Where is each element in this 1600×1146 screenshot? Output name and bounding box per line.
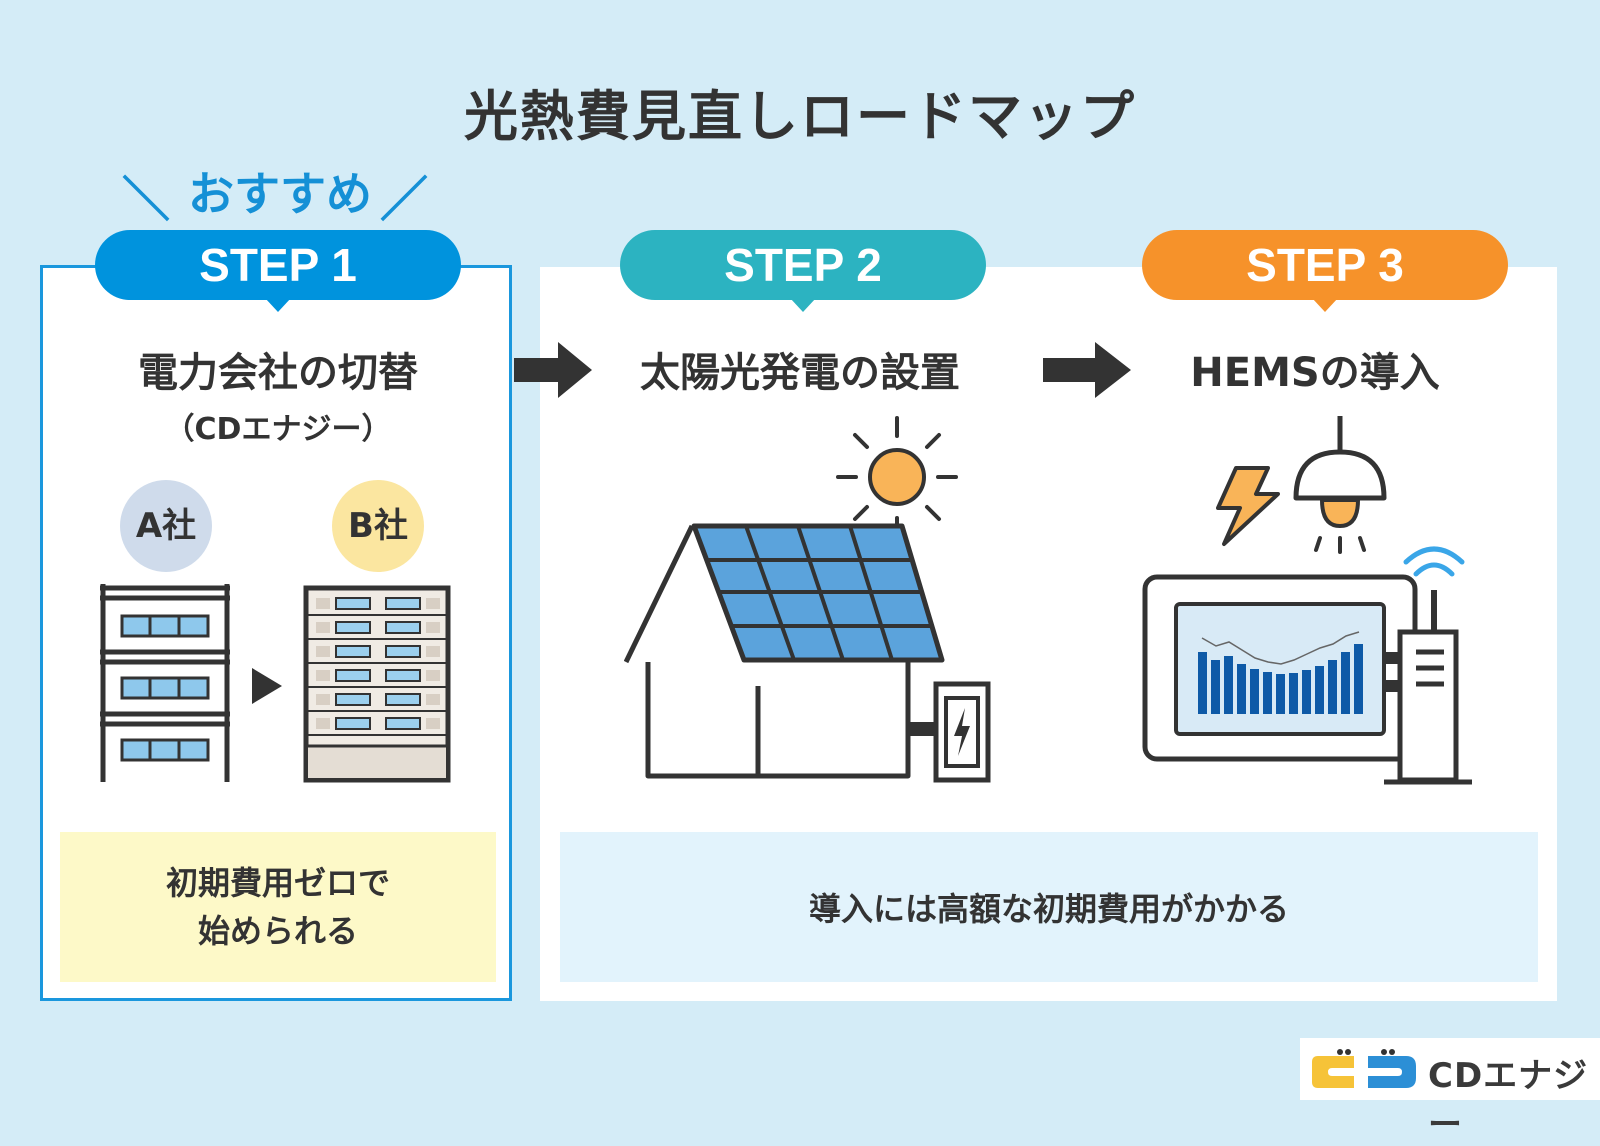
ceiling-lamp-icon bbox=[1293, 416, 1387, 554]
step-1-note-line-1: 初期費用ゼロで bbox=[165, 864, 390, 902]
logo-name: CDエナジー bbox=[1428, 1056, 1589, 1145]
page-title: 光熱費見直しロードマップ bbox=[464, 85, 1136, 148]
step-1-title: 電力会社の切替 bbox=[138, 350, 418, 396]
arrow-right-icon bbox=[1043, 342, 1131, 398]
house-solar-panel-icon bbox=[624, 523, 945, 779]
monitor-chart-icon bbox=[1142, 574, 1418, 762]
step-1-badge-tip bbox=[265, 298, 291, 312]
step-1-subtitle: （CDエナジー） bbox=[164, 412, 392, 447]
recommend-left-mark: ＼ bbox=[122, 172, 171, 228]
recommend-right-mark: ／ bbox=[380, 172, 429, 228]
lightning-icon bbox=[1216, 466, 1280, 546]
company-a-badge: A社 bbox=[120, 480, 212, 572]
arrow-right-icon bbox=[514, 342, 592, 398]
transition-arrow-icon bbox=[252, 668, 282, 704]
step-1-note-line-2: 始められる bbox=[197, 912, 358, 950]
brand-logo: CDエナジー bbox=[1300, 1038, 1600, 1145]
step-3-badge: STEP 3 bbox=[1142, 230, 1508, 300]
company-b-badge: B社 bbox=[332, 480, 424, 572]
step-2-3-note: 導入には高額な初期費用がかかる bbox=[560, 832, 1538, 982]
step-3-badge-tip bbox=[1312, 298, 1338, 312]
step-2-badge: STEP 2 bbox=[620, 230, 986, 300]
modern-building-icon bbox=[303, 585, 451, 783]
step-1-badge: STEP 1 bbox=[95, 230, 461, 300]
step-2-title: 太陽光発電の設置 bbox=[640, 350, 960, 396]
router-wifi-icon bbox=[1384, 546, 1472, 785]
office-building-icon bbox=[100, 584, 230, 782]
step-2-badge-tip bbox=[790, 298, 816, 312]
recommend-label: おすすめ bbox=[188, 167, 372, 221]
sun-icon bbox=[836, 416, 958, 538]
step-3-title: HEMSの導入 bbox=[1190, 350, 1440, 396]
battery-icon bbox=[933, 681, 991, 783]
step-1-note: 初期費用ゼロで 始められる bbox=[60, 832, 496, 982]
logo-mark-icon bbox=[1312, 1049, 1416, 1088]
